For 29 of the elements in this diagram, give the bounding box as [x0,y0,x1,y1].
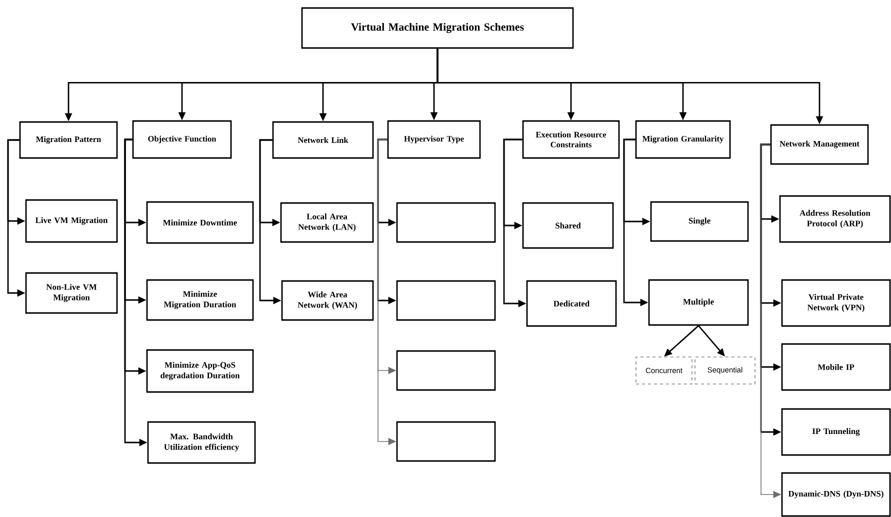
category-box: Network Management [770,124,869,165]
title-box: Virtual Machine Migration Schemes [301,7,574,49]
category-box: Hypervisor Type [387,120,481,159]
item-box: Minimize App-QoS degradation Duration [146,349,254,393]
category-box: Network Link [272,121,374,159]
item-box: Wide Area Network (WAN) [281,280,374,321]
item-box: Address Resolution Protocol (ARP) [779,195,891,243]
item-box: Mobile IP [781,343,891,391]
item-box: Multiple [648,279,749,326]
item-box: Minimize Downtime [146,201,254,244]
item-box [396,421,496,462]
item-box [396,280,496,321]
item-box [396,202,496,243]
item-box: Non-Live VM Migration [25,272,118,314]
item-box: Shared [522,202,614,249]
item-box: Local Area Network (LAN) [280,202,374,243]
item-box: Max. Bandwidth Utilization efficiency [147,421,256,464]
item-box: Dedicated [526,280,617,327]
item-box: Live VM Migration [25,199,118,243]
item-box: IP Tunneling [781,408,891,456]
category-box: Migration Pattern [19,121,118,159]
item-box: Dynamic-DNS (Dyn-DNS) [781,472,891,517]
item-box: Virtual Private Network (VPN) [781,279,891,327]
category-box: Objective Function [132,120,232,159]
item-box: Minimize Migration Duration [146,279,254,321]
category-box: Execution Resource Constraints [522,120,620,159]
item-box: Single [650,201,749,242]
category-box: Migration Granularity [635,120,731,159]
item-box [396,350,496,391]
